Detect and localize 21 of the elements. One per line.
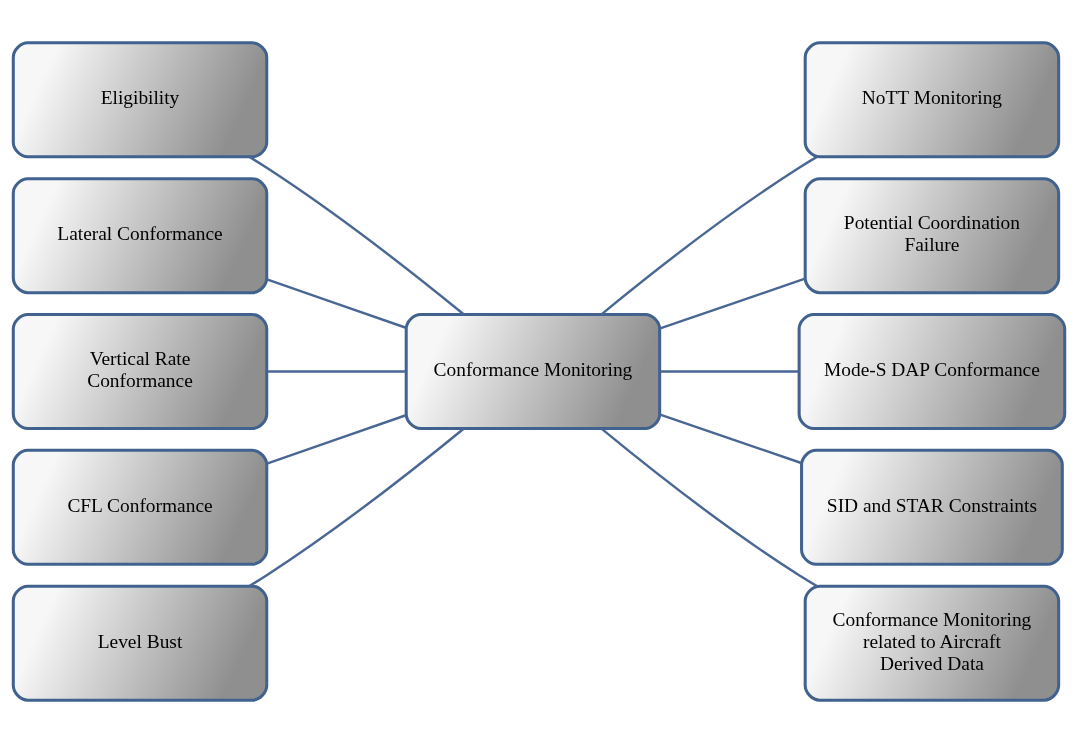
node-box: NoTT Monitoring xyxy=(803,40,1061,158)
node-box: Mode-S DAP Conformance xyxy=(797,312,1067,430)
node-box: Level Bust xyxy=(11,584,269,702)
connector xyxy=(600,155,818,315)
node-box: Conformance Monitoring related to Aircraft Derived Data xyxy=(803,584,1061,702)
connector xyxy=(600,427,818,587)
node-box: SID and STAR Constraints xyxy=(800,448,1064,566)
connector xyxy=(248,427,465,587)
node-box: Potential Coordination Failure xyxy=(803,176,1061,294)
connector xyxy=(660,369,799,373)
connector xyxy=(659,277,806,329)
connector xyxy=(266,413,407,465)
node-box: Lateral Conformance xyxy=(11,176,269,294)
connector xyxy=(266,369,406,373)
connector xyxy=(266,277,407,329)
node-box: Conformance Monitoring xyxy=(404,312,662,430)
node-box: Vertical Rate Conformance xyxy=(11,312,269,430)
node-box: CFL Conformance xyxy=(11,448,269,566)
connector xyxy=(248,155,465,315)
node-box: Eligibility xyxy=(11,40,269,158)
connector xyxy=(659,413,802,464)
